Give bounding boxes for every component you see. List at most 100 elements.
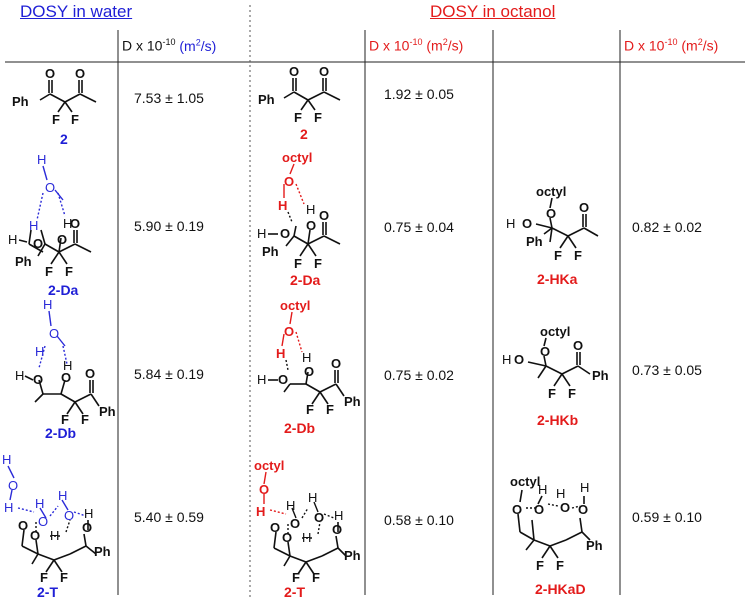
octyl-group: octyl: [536, 184, 566, 199]
structure-2-hkb: octyl O O H O Ph F F: [502, 324, 609, 401]
h-atom: H: [63, 216, 72, 231]
o-atom: O: [61, 370, 71, 385]
ph-atom: Ph: [12, 94, 29, 109]
o-atom: O: [332, 522, 342, 537]
h-atom: H: [35, 344, 44, 359]
structure-water-2-da: H O H H H O O O Ph F F: [8, 152, 92, 279]
o-atom: O: [45, 180, 55, 195]
h-atom: H: [256, 504, 265, 519]
f-atom: F: [306, 402, 314, 417]
h-atom: H: [8, 232, 17, 247]
f-atom: F: [548, 386, 556, 401]
structure-octanol-2-da: octyl O H H H O O O Ph F F: [257, 150, 341, 271]
ph-atom: Ph: [586, 538, 603, 553]
o-atom: O: [259, 482, 269, 497]
ph-atom: Ph: [344, 548, 361, 563]
o-atom: O: [85, 366, 95, 381]
f-atom: F: [45, 264, 53, 279]
o-atom: O: [280, 226, 290, 241]
h-atom: H: [257, 372, 266, 387]
ph-atom: Ph: [592, 368, 609, 383]
h-atom: H: [15, 368, 24, 383]
o-atom: O: [512, 502, 522, 517]
o-atom: O: [18, 518, 28, 533]
o-atom: O: [331, 356, 341, 371]
h-atom: H: [506, 216, 515, 231]
f-atom: F: [314, 256, 322, 271]
ph-atom: Ph: [15, 254, 32, 269]
o-atom: O: [534, 502, 544, 517]
o-atom: O: [82, 520, 92, 535]
ph-atom: Ph: [94, 544, 111, 559]
f-atom: F: [40, 570, 48, 584]
label-octanol-2-da: 2-Da: [290, 272, 321, 288]
column-header-octanol-d-1: D x 10-10 (m2/s): [369, 37, 464, 54]
label-water-2-da: 2-Da: [48, 282, 79, 298]
label-water-2: 2: [60, 131, 68, 147]
f-atom: F: [71, 112, 79, 127]
o-atom: O: [514, 352, 524, 367]
octyl-group: octyl: [280, 298, 310, 313]
h-atom: H: [556, 486, 565, 501]
h-atom: H: [43, 297, 52, 312]
f-atom: F: [52, 112, 60, 127]
h-atom: H: [502, 352, 511, 367]
structure-2-hkad: octyl O H O H O H O Ph F F: [510, 474, 603, 573]
o-atom: O: [38, 514, 48, 529]
h-atom: H: [334, 508, 343, 523]
o-atom: O: [319, 208, 329, 223]
water-value-2-t: 5.40 ± 0.59: [134, 509, 204, 525]
label-2-hka: 2-HKa: [537, 271, 578, 287]
h-atom: H: [580, 480, 589, 495]
water-value-2-db: 5.84 ± 0.19: [134, 366, 204, 382]
column-header-water-d: D x 10-10 (m2/s): [122, 37, 217, 54]
o-atom: O: [304, 364, 314, 379]
octyl-group: octyl: [540, 324, 570, 339]
f-atom: F: [568, 386, 576, 401]
octanol-value-2: 1.92 ± 0.05: [384, 86, 454, 102]
o-atom: O: [290, 516, 300, 531]
o-atom: O: [282, 530, 292, 545]
structure-water-2-db: H O H H O O H O Ph F F: [15, 297, 116, 426]
h-atom: H: [37, 152, 46, 167]
h-atom: H: [538, 482, 547, 497]
label-2-hkad: 2-HKaD: [535, 581, 586, 597]
water-value-2: 7.53 ± 1.05: [134, 90, 204, 106]
label-octanol-2-db: 2-Db: [284, 420, 316, 436]
structure-octanol-2-t: octyl O H H O H O H O O H O Ph F F: [254, 458, 361, 584]
o-atom: O: [560, 500, 570, 515]
structure-water-2: Ph O O F F: [12, 66, 97, 127]
h-atom: H: [276, 346, 285, 361]
f-atom: F: [60, 570, 68, 584]
water-value-2-da: 5.90 ± 0.19: [134, 218, 204, 234]
h-atom: H: [286, 498, 295, 513]
o-atom: O: [270, 520, 280, 535]
f-atom: F: [312, 570, 320, 584]
o-atom: O: [33, 236, 43, 251]
column-header-octanol-d-2: D x 10-10 (m2/s): [624, 37, 719, 54]
h-atom: H: [306, 202, 315, 217]
o-atom: O: [64, 508, 74, 523]
header-dosy-octanol: DOSY in octanol: [430, 2, 556, 21]
f-atom: F: [326, 402, 334, 417]
o-atom: O: [314, 510, 324, 525]
h-atom: H: [257, 226, 266, 241]
o-atom: O: [540, 344, 550, 359]
h-atom: H: [302, 530, 311, 545]
octanol-value-2-hka: 0.82 ± 0.02: [632, 219, 702, 235]
octanol-value-2-db: 0.75 ± 0.02: [384, 367, 454, 383]
f-atom: F: [314, 110, 322, 125]
label-water-2-db: 2-Db: [45, 425, 77, 441]
h-atom: H: [35, 496, 44, 511]
octyl-group: octyl: [282, 150, 312, 165]
o-atom: O: [33, 372, 43, 387]
octyl-group: octyl: [510, 474, 540, 489]
octanol-value-2-t: 0.58 ± 0.10: [384, 512, 454, 528]
o-atom: O: [319, 64, 329, 79]
structure-2-hka: octyl O O H O Ph F F: [506, 184, 599, 263]
octanol-value-2-hkad: 0.59 ± 0.10: [632, 509, 702, 525]
o-atom: O: [75, 66, 85, 81]
header-dosy-water: DOSY in water: [20, 2, 133, 21]
f-atom: F: [292, 570, 300, 584]
o-atom: O: [8, 478, 18, 493]
